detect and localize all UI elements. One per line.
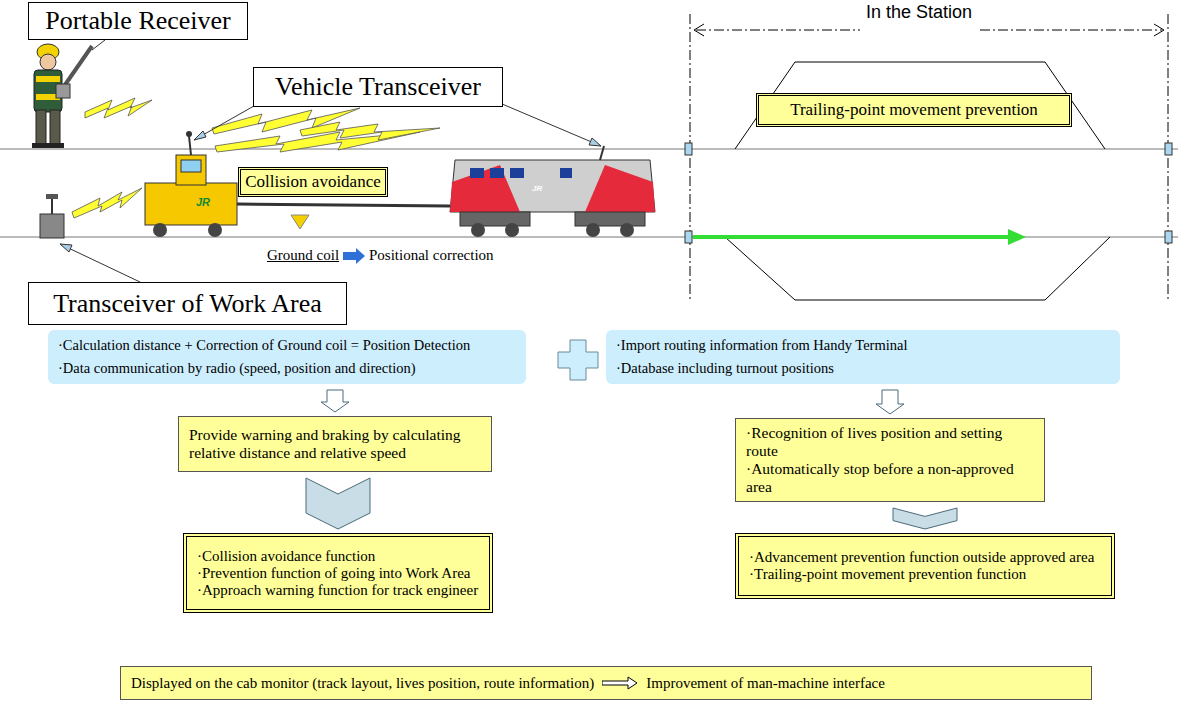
leader-line: [60, 244, 140, 282]
node-text: Improvement of man-machine interface: [646, 675, 885, 692]
station-span: [696, 30, 860, 31]
leader-head: [589, 138, 601, 146]
flow-arrow: [893, 508, 957, 529]
node-text: ·Trailing-point movement prevention func…: [749, 566, 1101, 583]
arrow-head: [1154, 24, 1164, 36]
station-track: [725, 237, 1110, 300]
flow-arrow: [893, 508, 957, 529]
flow-arrow: [306, 478, 370, 529]
input-box: ·Calculation distance + Correction of Gr…: [48, 330, 526, 384]
plus-sign: [558, 340, 598, 380]
track-worker: [32, 44, 92, 148]
flow-arrow: [321, 390, 349, 412]
result-box: ·Collision avoidance function·Prevention…: [183, 533, 493, 613]
node-text: ·Data communication by radio (speed, pos…: [58, 360, 516, 377]
device-label: Transceiver of Work Area: [28, 282, 347, 325]
region-label: In the Station: [862, 2, 976, 23]
function-title: Trailing-point movement prevention: [756, 93, 1072, 127]
correction-arrow: [343, 248, 365, 264]
node-text: Transceiver of Work Area: [53, 289, 322, 319]
flow-arrow: [876, 390, 904, 414]
node-text: ·Advancement prevention function outside…: [749, 549, 1101, 566]
route-arrow: [693, 235, 1010, 239]
node-text: ·Calculation distance + Correction of Gr…: [58, 337, 516, 354]
node-text: Vehicle Transceiver: [275, 72, 481, 102]
station-bound: [690, 14, 691, 300]
node-text: ·Collision avoidance function: [197, 548, 479, 565]
node-text: ·Recognition of lives position and setti…: [746, 424, 1034, 460]
node-text: ·Automatically stop before a non-approve…: [746, 460, 1034, 496]
arrow-symbol: [602, 677, 637, 689]
route-arrow: [1008, 229, 1026, 245]
node-text: Provide warning and braking by calculati…: [189, 426, 481, 462]
station-bound: [1168, 14, 1169, 300]
leader-line: [488, 98, 601, 146]
signal: [1165, 143, 1172, 155]
leader-line: [92, 40, 105, 50]
node-text: ·Database including turnout positions: [616, 360, 1110, 377]
arrow-head: [694, 24, 704, 36]
process-box: ·Recognition of lives position and setti…: [735, 418, 1045, 502]
work-area-transceiver: [40, 194, 64, 238]
node-text: Displayed on the cab monitor (track layo…: [131, 675, 594, 692]
device-label: Vehicle Transceiver: [253, 67, 503, 107]
process-box: Provide warning and braking by calculati…: [178, 416, 492, 472]
ground-coil: [291, 215, 309, 229]
node-text: Portable Receiver: [45, 6, 231, 36]
station-track: [735, 62, 1105, 149]
flow-arrow: [306, 478, 370, 529]
radio-signal: [72, 98, 440, 218]
rail: [0, 237, 1178, 238]
rail: [0, 149, 1178, 150]
part-label: Positional correction: [369, 247, 494, 264]
flow-arrow: [321, 390, 349, 412]
function-title: Collision avoidance: [238, 167, 388, 197]
device-label: Portable Receiver: [28, 2, 248, 40]
logo-text: JR: [196, 196, 210, 208]
node-text: ·Import routing information from Handy T…: [616, 337, 1110, 354]
input-box: ·Import routing information from Handy T…: [606, 330, 1120, 384]
result-box: ·Advancement prevention function outside…: [735, 533, 1115, 599]
node-text: ·Approach warning function for track eng…: [197, 582, 479, 599]
flow-arrow: [876, 390, 904, 414]
maintenance-vehicle: [145, 131, 450, 237]
station-span: [980, 30, 1162, 31]
arrow-symbol: [602, 676, 638, 690]
part-label: Ground coil: [267, 247, 339, 264]
leader-head: [60, 244, 72, 252]
signal: [685, 143, 692, 155]
locomotive: [450, 146, 655, 237]
node-text: ·Prevention function of going into Work …: [197, 565, 479, 582]
signal: [685, 231, 692, 243]
node-text: Trailing-point movement prevention: [790, 100, 1038, 120]
leader-head: [194, 131, 206, 140]
node-text: Collision avoidance: [245, 172, 381, 192]
summary-box: Displayed on the cab monitor (track layo…: [120, 666, 1092, 700]
signal: [1165, 231, 1172, 243]
logo-text: JR: [532, 184, 542, 193]
